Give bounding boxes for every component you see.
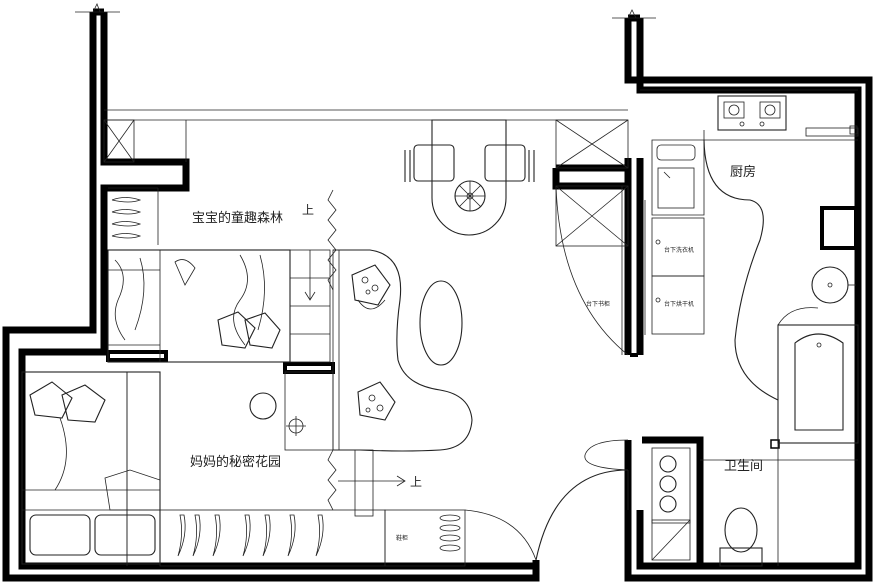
dining-chair-right [484, 144, 535, 182]
balcony-strip [103, 109, 629, 169]
kitchen-furniture [555, 89, 859, 401]
living-area [332, 249, 473, 452]
stair-up-label-2: 上 [410, 475, 422, 489]
bathroom-label: 卫生间 [724, 459, 763, 474]
oval-rug [419, 280, 463, 366]
bathroom-fixtures [584, 266, 859, 567]
floor-cushion-2 [357, 381, 396, 421]
floor-cushion-1 [351, 264, 391, 306]
dining-chair-left [404, 144, 455, 182]
sink-icon [656, 144, 696, 161]
stair-up-label-1: 上 [302, 203, 314, 217]
cabinet-label: 台下书柜 [586, 300, 610, 308]
entrance-door-swing [535, 469, 629, 561]
shoe-cabinet-label: 鞋柜 [396, 534, 408, 542]
dining-table [404, 119, 535, 236]
kids-room-furniture: 上 [107, 187, 337, 363]
round-stool [454, 180, 486, 212]
toilet-icon [719, 507, 763, 567]
master-bedroom-furniture: 上 [21, 371, 537, 567]
kids-room-label: 宝宝的童趣森林 [192, 210, 283, 226]
kitchen-label: 厨房 [730, 164, 756, 180]
master-bedroom-label: 妈妈的秘密花园 [190, 454, 281, 470]
stove-icon [717, 95, 787, 131]
bathtub-icon [794, 333, 844, 431]
washer-label: 台下洗衣机 [664, 246, 694, 254]
dryer-label: 台下烘干机 [664, 300, 694, 308]
shoe-icons [439, 514, 461, 552]
basin-icon [811, 266, 849, 304]
